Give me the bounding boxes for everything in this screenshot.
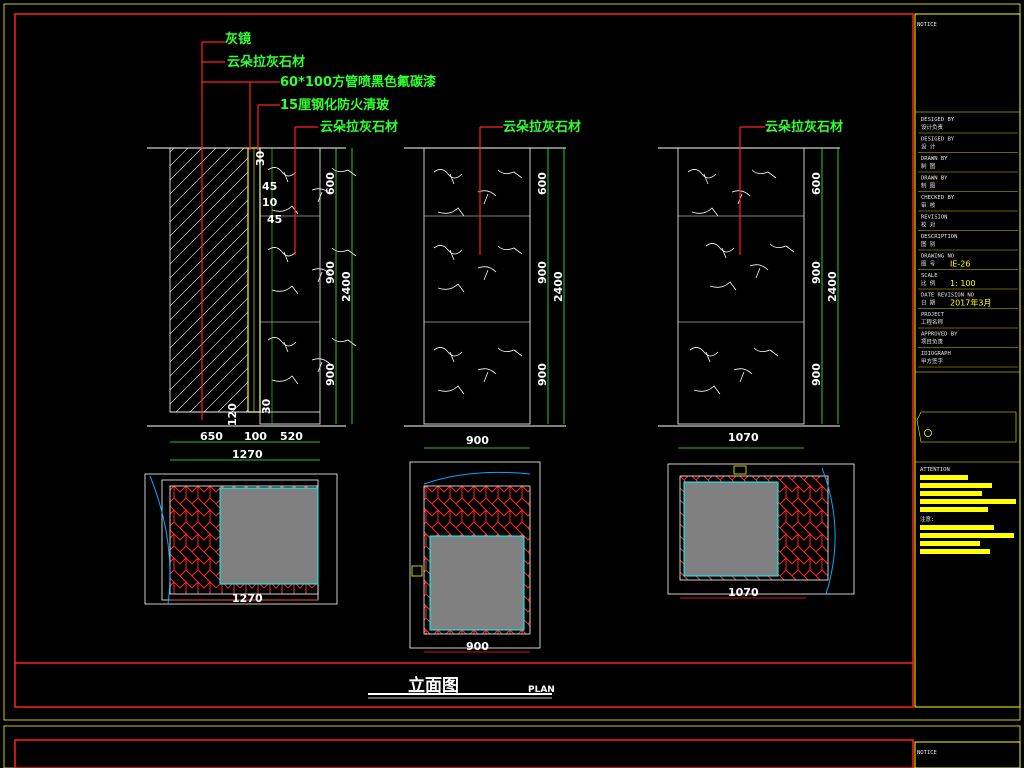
titleblock-label-en: REVISION: [921, 215, 948, 221]
subtitle-text: PLAN: [528, 685, 555, 695]
dim-e3-900a: 900: [810, 261, 823, 284]
title-text: 立面图: [408, 675, 459, 696]
notice-label: NOTICE: [917, 22, 937, 28]
dim-e1-10: 10: [262, 196, 278, 209]
dim-p3-1070: 1070: [728, 586, 759, 599]
titleblock-label-en: DESCRIPTION: [921, 234, 957, 240]
dim-e2-2400: 2400: [552, 271, 565, 302]
dim-e1-520: 520: [280, 430, 303, 443]
plan-1: 1270: [144, 473, 338, 605]
dim-e1-600: 600: [324, 172, 337, 195]
titleblock-label-en: IDIOGRAPH: [921, 351, 951, 357]
titleblock-label-cn: 项目负责: [921, 338, 944, 346]
label-steel-tube: 60*100方管喷黑色氟碳漆: [280, 74, 436, 90]
dim-e1-1270: 1270: [232, 448, 263, 461]
dim-e2-900w: 900: [466, 434, 489, 447]
dim-e2-600: 600: [536, 172, 549, 195]
titleblock-label-cn: 图 别: [921, 240, 935, 248]
dim-p2-900: 900: [466, 640, 489, 653]
dim-e3-600: 600: [810, 172, 823, 195]
titleblock-label-cn: 制 图: [921, 182, 936, 190]
elevation-2: 云朵拉灰石材 600 900 900 2400 900: [404, 119, 581, 449]
dim-e2-900b: 900: [536, 363, 549, 386]
titleblock-value: IE-26: [950, 260, 970, 269]
dim-e2-900a: 900: [536, 261, 549, 284]
label-stone-3: 云朵拉灰石材: [765, 119, 843, 135]
drawing-title: 立面图 PLAN: [368, 675, 555, 699]
titleblock-label-cn: 制 图: [921, 162, 936, 170]
label-stone-1: 云朵拉灰石材: [227, 54, 305, 70]
label-stone-1b: 云朵拉灰石材: [320, 119, 398, 135]
dim-e1-45a: 45: [262, 180, 277, 193]
titleblock-label-cn: 图 号: [921, 260, 936, 268]
dim-e1-900b: 900: [324, 363, 337, 386]
dim-e3-2400: 2400: [826, 271, 839, 302]
titleblock-label-en: DESIGED BY: [921, 137, 955, 143]
dim-e1-30b: 30: [260, 398, 273, 414]
dim-e1-120: 120: [226, 403, 239, 426]
notice-label-2: NOTICE: [917, 750, 937, 756]
titleblock-label-cn: 日 期: [921, 300, 936, 307]
elevation-1: 灰镜 云朵拉灰石材 60*100方管喷黑色氟碳漆 15厘钢化防火清玻 云朵拉灰石…: [147, 31, 436, 461]
titleblock-value: 1: 100: [950, 279, 976, 288]
titleblock-label-en: DRAWING NO: [921, 254, 954, 260]
sheet-inner-border: [14, 13, 914, 708]
titleblock-label-en: DRAWN BY: [921, 156, 948, 162]
plan-2: 900: [409, 461, 541, 653]
attention-label: ATTENTION: [920, 467, 950, 473]
titleblock-label-en: PROJECT: [921, 312, 945, 318]
titleblock-label-en: APPROVED BY: [921, 332, 958, 338]
label-gray-mirror: 灰镜: [225, 31, 251, 47]
titleblock-label-cn: 甲方签字: [921, 357, 944, 365]
dim-e1-30a: 30: [254, 150, 267, 166]
elevation-3: 云朵拉灰石材 600 900 900 2400 1070: [658, 119, 843, 449]
label-stone-2: 云朵拉灰石材: [503, 119, 581, 135]
note-label: 注意:: [920, 515, 934, 523]
next-sheet-border: [3, 725, 1021, 768]
titleblock-label-en: DATE REVISION NO: [921, 293, 974, 299]
dim-e1-100: 100: [244, 430, 267, 443]
dim-e1-45b: 45: [267, 213, 282, 226]
dim-e1-900a: 900: [324, 261, 337, 284]
titleblock-label-cn: 设 计: [921, 143, 936, 151]
label-glass: 15厘钢化防火清玻: [280, 97, 390, 113]
dim-e3-1070w: 1070: [728, 431, 759, 444]
dim-p1-1270: 1270: [232, 592, 263, 605]
titleblock-label-en: DESIGED BY: [921, 117, 955, 123]
titleblock-value: 2017年3月: [950, 298, 991, 308]
titleblock-label-en: SCALE: [921, 273, 938, 279]
titleblock-label-en: DRAWN BY: [921, 176, 948, 182]
titleblock-label-en: CHECKED BY: [921, 195, 955, 201]
plan-3: 1070: [667, 463, 855, 599]
titleblock-label-cn: 审 核: [921, 201, 936, 209]
dim-e1-650: 650: [200, 430, 223, 443]
titleblock-label-cn: 校 对: [921, 221, 936, 229]
titleblock-label-cn: 设计负责: [921, 123, 944, 131]
titleblock-label-cn: 工程名称: [921, 318, 944, 326]
dim-e1-2400: 2400: [340, 271, 353, 302]
dim-e3-900b: 900: [810, 363, 823, 386]
titleblock-label-cn: 比 例: [921, 279, 936, 287]
